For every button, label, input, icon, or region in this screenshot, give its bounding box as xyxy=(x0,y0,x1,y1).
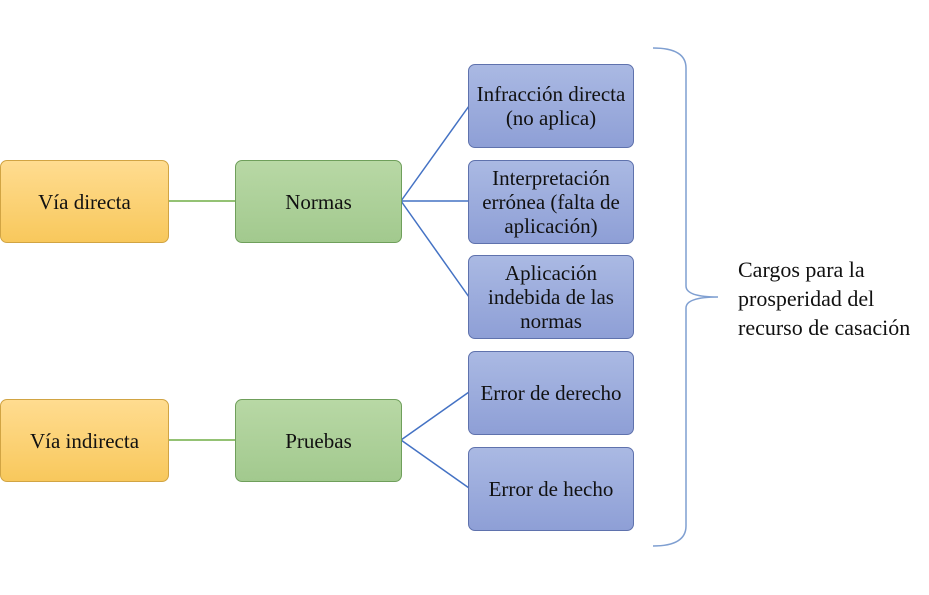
node-interpretacion-erronea: Interpretación errónea (falta de aplicac… xyxy=(468,160,634,244)
node-via-directa: Vía directa xyxy=(0,160,169,243)
node-error-de-hecho: Error de hecho xyxy=(468,447,634,531)
node-via-indirecta: Vía indirecta xyxy=(0,399,169,482)
node-pruebas: Pruebas xyxy=(235,399,402,482)
node-normas: Normas xyxy=(235,160,402,243)
connector-normas-aplicacion xyxy=(400,200,470,298)
right-brace xyxy=(652,47,719,547)
bracket-label: Cargos para la prosperidad del recurso d… xyxy=(738,257,911,340)
connector-pruebas-error-hecho xyxy=(400,439,470,489)
connector-pruebas-error-derecho xyxy=(400,391,470,441)
node-aplicacion-indebida: Aplicación indebida de las normas xyxy=(468,255,634,339)
connector-normas-infraccion xyxy=(400,105,470,202)
node-error-de-derecho: Error de derecho xyxy=(468,351,634,435)
node-infraccion-directa: Infracción directa (no aplica) xyxy=(468,64,634,148)
